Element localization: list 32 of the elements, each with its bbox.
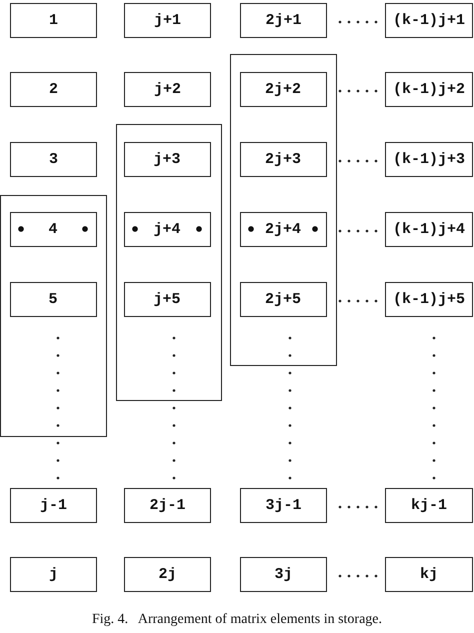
- element-box: 2j-1: [124, 488, 211, 523]
- element-box: (k-1)j+2: [385, 72, 473, 107]
- element-box: 3: [10, 142, 97, 177]
- element-box: j: [10, 557, 97, 592]
- figure-caption: Fig. 4. Arrangement of matrix elements in storage.: [90, 612, 384, 628]
- element-box: 3j-1: [240, 488, 327, 523]
- element-box: 2j+2: [240, 72, 326, 106]
- element-box: (k-1)j+4: [385, 212, 473, 247]
- element-box: 2j+1: [240, 3, 327, 38]
- element-box: (k-1)j+3: [385, 142, 473, 177]
- element-box: j-1: [10, 488, 97, 523]
- element-box: j+1: [124, 3, 211, 38]
- element-box: 1: [10, 3, 97, 38]
- element-box: kj-1: [385, 488, 473, 523]
- element-box: 2j+5: [240, 282, 326, 316]
- window-frame: [116, 124, 222, 401]
- element-box: 2j+4: [240, 212, 326, 246]
- element-box: kj: [385, 557, 473, 592]
- window-frame: [0, 195, 107, 437]
- element-box: j+3: [124, 142, 210, 176]
- element-box: 5: [10, 282, 96, 316]
- element-box: j+5: [124, 282, 210, 316]
- element-box: 2: [10, 72, 97, 107]
- element-box: j+4: [124, 212, 210, 246]
- window-frame: [230, 54, 337, 366]
- element-box: 4: [10, 212, 96, 246]
- element-box: 3j: [240, 557, 327, 592]
- element-box: (k-1)j+5: [385, 282, 473, 317]
- element-box: j+2: [124, 72, 211, 107]
- element-box: 2j+3: [240, 142, 326, 176]
- element-box: (k-1)j+1: [385, 3, 473, 38]
- element-box: 2j: [124, 557, 211, 592]
